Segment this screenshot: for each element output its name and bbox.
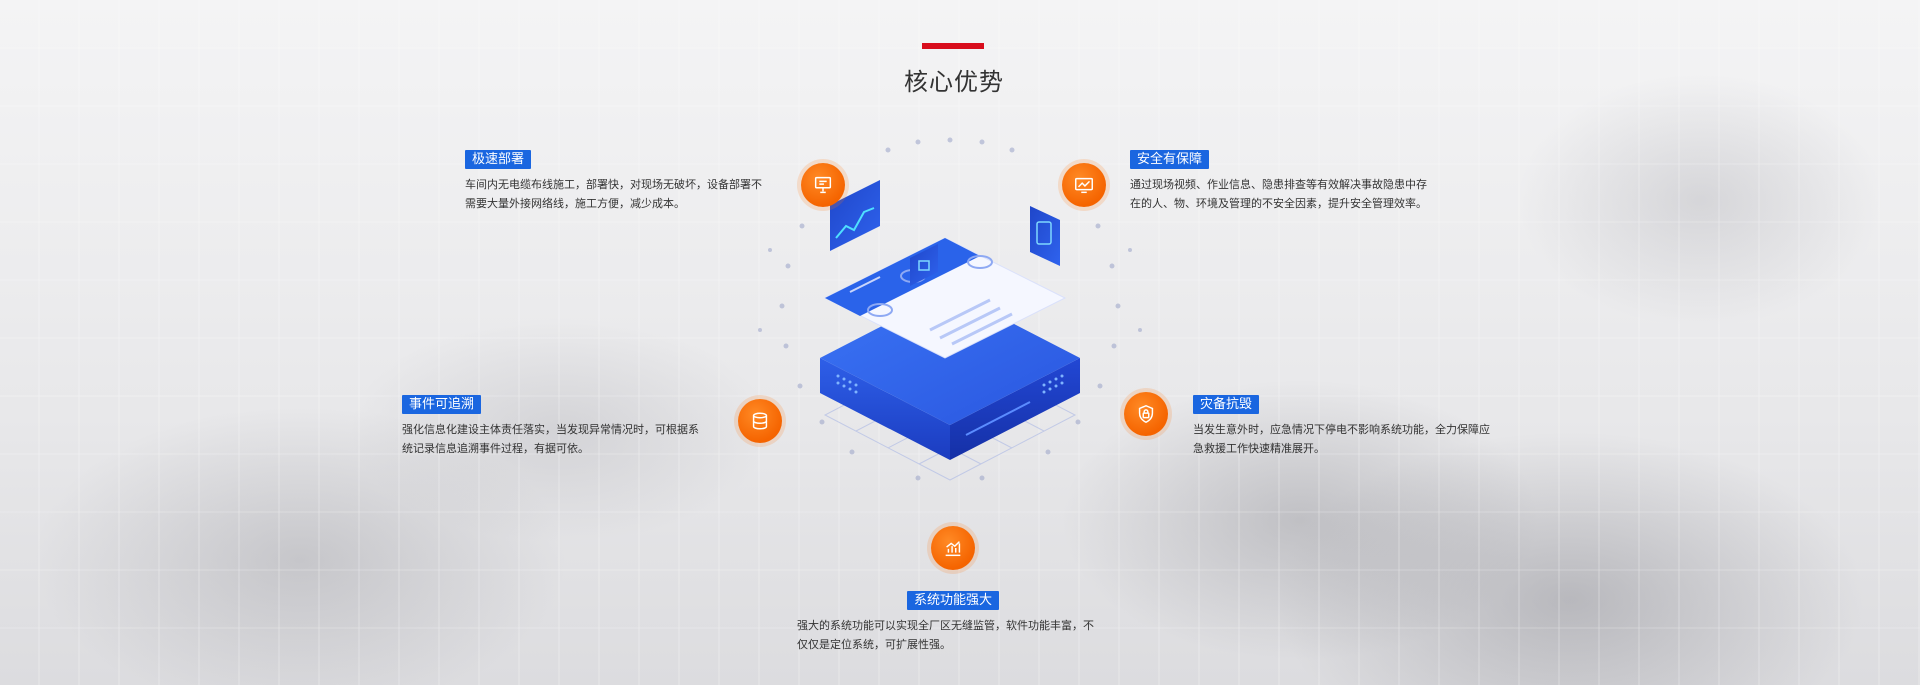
feature-desc: 车间内无电缆布线施工，部署快，对现场无破坏，设备部署不 需要大量外接网络线，施工… [465,178,762,210]
feature-powerful: 系统功能强大 强大的系统功能可以实现全厂区无缝监管，软件功能丰富，不 仅仅是定位… [797,589,1127,654]
feature-tag: 系统功能强大 [907,591,1000,610]
feature-traceable: 事件可追溯 强化信息化建设主体责任落实，当发现异常情况时，可根据系 统记录信息追… [402,393,722,458]
monitor-board-icon [801,163,845,207]
dashboard-panel [823,237,1067,359]
shield-lock-icon [1124,392,1168,436]
feature-tag: 事件可追溯 [402,395,482,414]
feature-safety: 安全有保障 通过现场视频、作业信息、隐患排查等有效解决事故隐患中存 在的人、物、… [1130,148,1470,213]
feature-tag: 极速部署 [465,150,532,169]
phone-card [1030,206,1060,266]
feature-desc: 强化信息化建设主体责任落实，当发现异常情况时，可根据系 统记录信息追溯事件过程，… [402,423,699,455]
section-title: 核心优势 [904,68,1004,96]
database-icon [738,399,782,443]
chart-card [830,180,880,251]
lock-card [910,244,938,286]
feature-desc: 强大的系统功能可以实现全厂区无缝监管，软件功能丰富，不 仅仅是定位系统，可扩展性… [797,619,1094,651]
title-accent-bar [922,43,984,49]
feature-disaster: 灾备抗毁 当发生意外时，应急情况下停电不影响系统功能，全力保障应 急救援工作快速… [1193,393,1523,458]
feature-desc: 通过现场视频、作业信息、隐患排查等有效解决事故隐患中存 在的人、物、环境及管理的… [1130,178,1427,210]
platform-illustration [758,137,1142,481]
feature-tag: 安全有保障 [1130,150,1210,169]
feature-tag: 灾备抗毁 [1193,395,1260,414]
bar-chart-icon [931,526,975,570]
feature-desc: 当发生意外时，应急情况下停电不影响系统功能，全力保障应 急救援工作快速精准展开。 [1193,423,1490,455]
screen-chart-icon [1062,163,1106,207]
feature-fast-deploy: 极速部署 车间内无电缆布线施工，部署快，对现场无破坏，设备部署不 需要大量外接网… [465,148,785,213]
